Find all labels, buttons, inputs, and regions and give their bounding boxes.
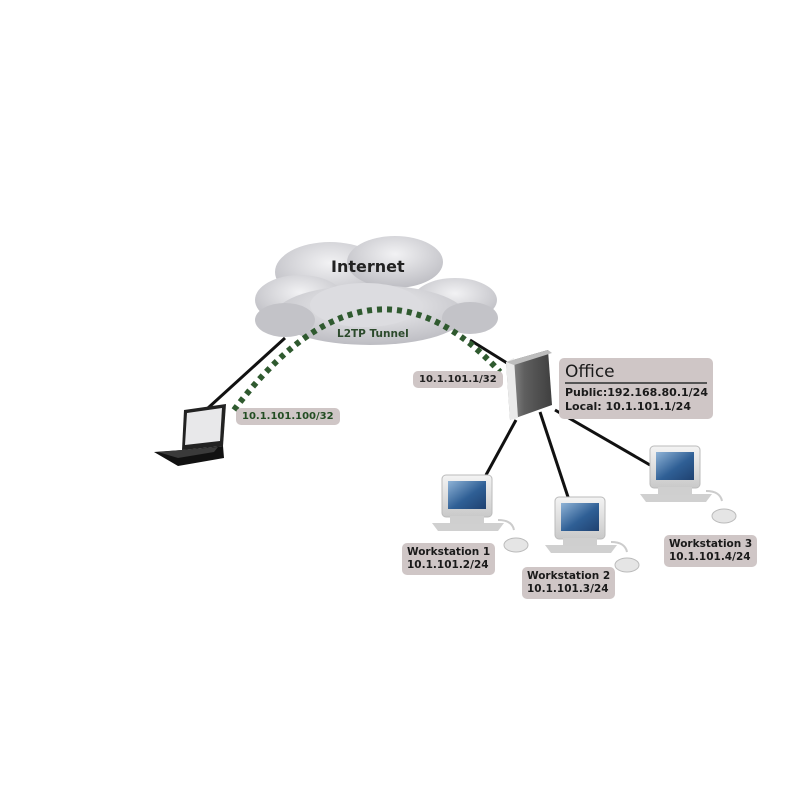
workstation-2-icon xyxy=(545,496,640,573)
laptop-internet-link xyxy=(206,336,287,410)
workstation-3-label: Workstation 3 10.1.101.4/24 xyxy=(664,535,758,567)
office-local-row: Local: 10.1.101.1/24 xyxy=(565,400,707,414)
workstation-1-name: Workstation 1 xyxy=(407,546,491,558)
workstation-1-label: Workstation 1 10.1.101.2/24 xyxy=(402,543,496,575)
office-local-value: 10.1.101.1/24 xyxy=(605,400,691,413)
router-icon xyxy=(506,350,552,420)
workstation-1-icon xyxy=(432,474,529,553)
office-public-row: Public:192.168.80.1/24 xyxy=(565,386,708,400)
router-ws1-link xyxy=(484,419,518,476)
links xyxy=(206,336,651,498)
router-tunnel-address-label: 10.1.101.1/32 xyxy=(413,371,503,388)
workstation-2-name: Workstation 2 xyxy=(527,570,611,582)
workstation-3-address: 10.1.101.4/24 xyxy=(669,551,751,563)
office-title: Office xyxy=(565,362,707,384)
workstation-3-icon xyxy=(640,445,737,524)
workstation-3-name: Workstation 3 xyxy=(669,538,753,550)
laptop-address-label: 10.1.101.100/32 xyxy=(236,408,340,425)
laptop-icon xyxy=(154,404,226,466)
router-ws2-link xyxy=(538,411,570,498)
internet-cloud-icon xyxy=(255,236,498,345)
workstation-2-label: Workstation 2 10.1.101.3/24 xyxy=(522,567,616,599)
workstation-2-address: 10.1.101.3/24 xyxy=(527,583,609,595)
l2tp-tunnel-path xyxy=(231,306,503,412)
router-ws3-link xyxy=(554,408,651,467)
workstation-1-address: 10.1.101.2/24 xyxy=(407,559,489,571)
office-public-value: 192.168.80.1/24 xyxy=(607,386,708,399)
l2tp-tunnel-label: L2TP Tunnel xyxy=(337,328,409,340)
office-public-label: Public: xyxy=(565,386,608,399)
office-info-box: Office Public:192.168.80.1/24 Local: 10.… xyxy=(559,358,713,419)
internet-label: Internet xyxy=(331,257,405,276)
office-local-label: Local: xyxy=(565,400,602,413)
